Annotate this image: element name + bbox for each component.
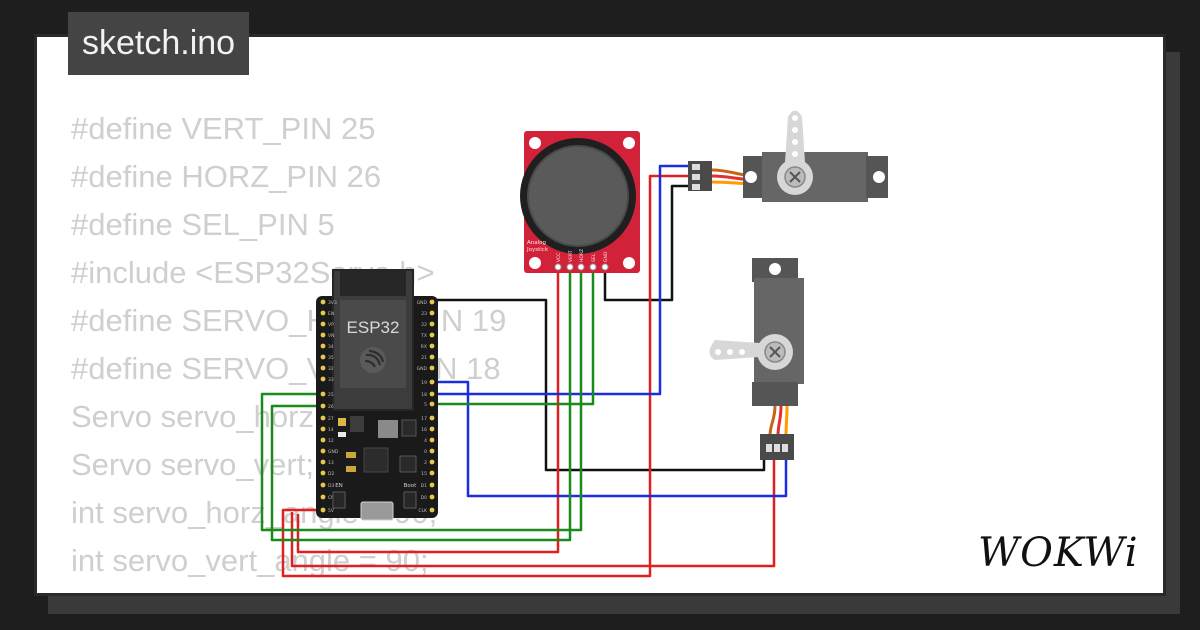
wire-horz-signal-blue[interactable] [432,164,690,396]
pin-label: 23 [421,311,427,317]
pin-label: 3V3 [328,300,337,306]
wire-joystick-vert-green[interactable] [270,266,572,542]
joystick-pin-label: GND [603,251,609,262]
pin-label: 13 [328,460,334,466]
pin-label: VN [328,333,334,339]
pin-label: 17 [421,416,427,422]
pin-label: 12 [328,438,334,444]
joystick-caption: Joystick [526,247,549,253]
code-line: #define SEL_PIN 5 [71,207,335,242]
pin-label: 26 [328,404,334,410]
servo-vertical[interactable] [709,258,805,460]
esp32-board[interactable]: ESP32 3V3 EN VP VN 34 35 32 33 [316,269,438,521]
file-tab[interactable]: sketch.ino [68,12,250,75]
code-line: #define HORZ_PIN 26 [71,159,382,194]
pin-label: CLK [418,508,428,514]
pin-label: 4 [424,438,427,444]
pin-label: VP [328,322,334,328]
pin-label: 34 [328,344,334,350]
esp32-pin-labels: 3V3 EN VP VN 34 35 32 33 25 26 27 14 12 … [328,300,428,514]
wire-vert-signal-blue[interactable] [432,380,788,498]
pin-label: RX [421,344,427,350]
pin-label: D3 [328,483,334,489]
code-line: Servo servo_horz; [71,399,323,434]
wire-servo-horz-red[interactable] [281,174,690,578]
pin-label: 16 [421,427,427,433]
pin-label: 15 [421,471,427,477]
code-line: Servo servo_vert; [71,447,314,482]
joystick-pin-label: HORZ [579,249,585,262]
wokwi-logo: WOKWi [978,530,1139,576]
pin-label: 32 [328,366,334,372]
code-line: int servo_vert_angle = 90; [71,543,429,578]
joystick-caption: Analog [527,240,546,246]
usb-port [360,501,394,521]
pin-label: 0 [424,449,427,455]
joystick-pin-label: SEL [591,253,597,262]
pin-label: 18 [421,392,427,398]
pin-label: GND [417,300,428,306]
analog-joystick[interactable]: Analog Joystick VCC VERT HORZ SEL GND [520,131,640,273]
pin-label: D2 [328,471,334,477]
pin-label: GND [328,449,339,455]
pin-label: 19 [421,380,427,386]
pin-label: D0 [421,495,427,501]
pin-label: TX [420,333,427,339]
pin-label: 27 [328,416,334,422]
wire-esp-gnd-black[interactable] [432,298,766,472]
pin-label: 5 [424,402,427,408]
joystick-pin-label: VERT [568,250,574,262]
pin-label: 5V [328,508,335,514]
wire-joystick-horz-green[interactable] [260,266,583,532]
pin-label: GND [417,366,428,372]
en-button[interactable]: EN [332,483,346,509]
en-label: EN [335,483,343,489]
boot-label: Boot [404,483,418,489]
code-line: #define VERT_PIN 25 [71,111,376,146]
wires [260,164,788,578]
wire-joystick-gnd-black[interactable] [603,184,690,302]
pin-label: 35 [328,355,334,361]
wire-joystick-vcc-red[interactable] [296,266,560,554]
boot-button[interactable]: Boot [403,483,418,509]
pin-label: 25 [328,392,334,398]
code-line: void setup() { [71,585,506,593]
espressif-icon [360,347,386,373]
esp32-pin-header-left [320,299,326,513]
pin-label: D1 [421,483,427,489]
pin-label: EN [328,311,334,317]
pin-label: 33 [328,377,334,383]
esp32-components [338,416,417,473]
esp32-label: ESP32 [347,318,400,337]
pin-label: 14 [328,427,334,433]
pin-label: 21 [421,355,427,361]
pin-label: 2 [424,460,427,466]
pin-label: 22 [421,322,427,328]
servo-horizontal[interactable] [688,110,888,203]
joystick-pin-label: VCC [556,253,562,262]
esp32-pin-header-right [429,299,435,513]
wire-joystick-sel-green[interactable] [432,266,595,406]
